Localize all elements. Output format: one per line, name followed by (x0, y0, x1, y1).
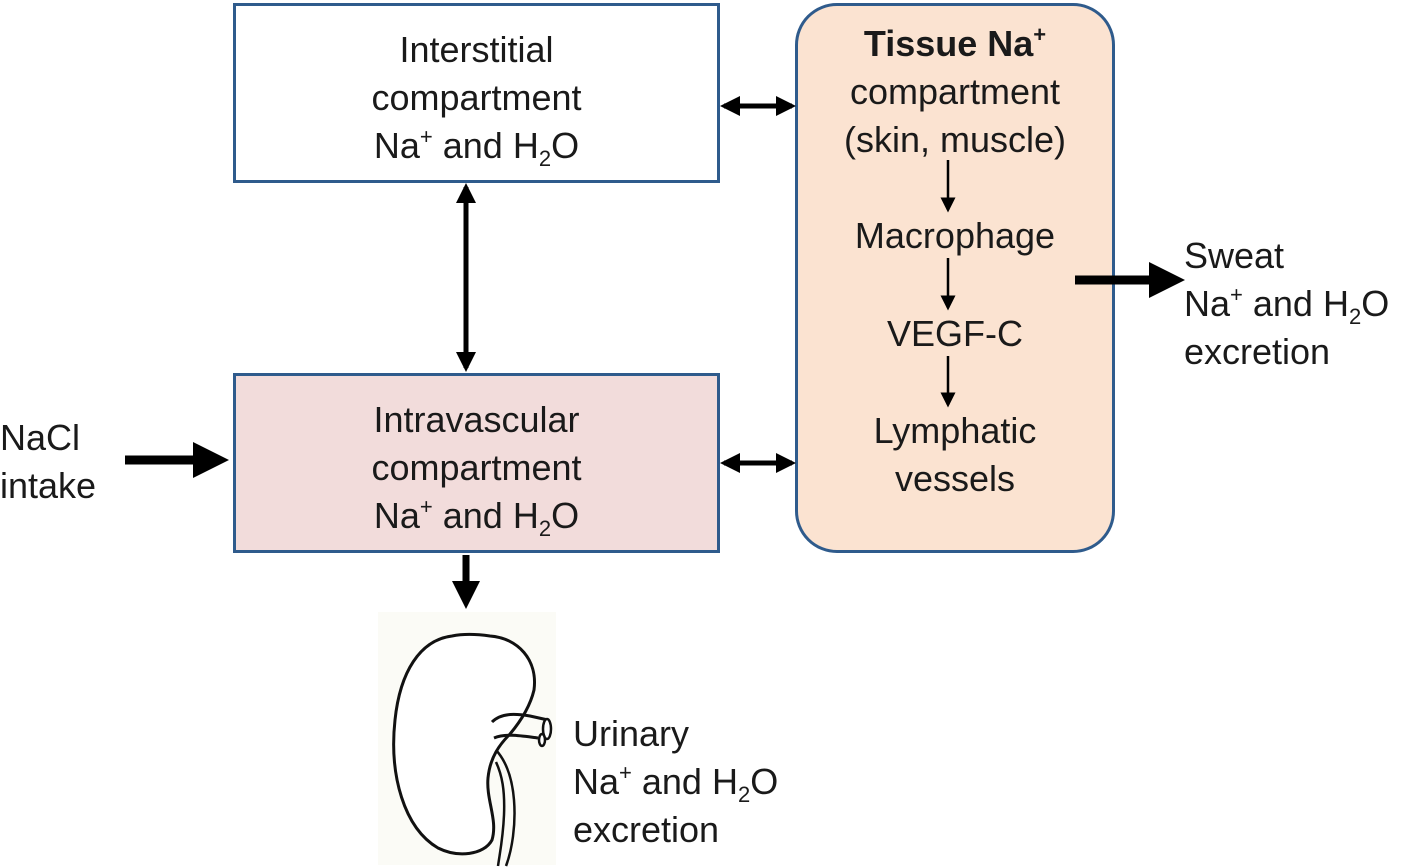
urinary-o: O (750, 761, 779, 802)
intravascular-line1: Intravascular (373, 399, 580, 440)
interstitial-plus: + (419, 124, 433, 149)
sweat-sub2: 2 (1348, 304, 1362, 329)
sweat-label: Sweat (1184, 235, 1285, 276)
intravascular-plus: + (419, 494, 433, 519)
vegf-c-label: VEGF-C (886, 313, 1023, 354)
urinary-na: Na (573, 761, 620, 802)
interstitial-na: Na (373, 125, 420, 166)
interstitial-and: and H (432, 125, 539, 166)
tissue-title: Tissue Na+ (798, 20, 1112, 73)
interstitial-line3: Na+ and H2O (374, 122, 579, 175)
tissue-title-text: Tissue Na (863, 23, 1034, 64)
sweat-excretion-label: excretion (1184, 331, 1331, 372)
kidney-icon (378, 612, 556, 867)
tissue-line2: compartment (849, 71, 1061, 112)
interstitial-compartment-box: Interstitial compartment Na+ and H2O (233, 3, 720, 183)
intravascular-o: O (551, 495, 580, 536)
tissue-compartment-box: Tissue Na+ compartment (skin, muscle) Ma… (795, 3, 1115, 553)
lymphatic-label: Lymphatic (873, 410, 1037, 451)
intravascular-line2: compartment (371, 447, 582, 488)
sweat-na: Na (1184, 283, 1231, 324)
macrophage-label: Macrophage (854, 215, 1056, 256)
interstitial-line2: compartment (371, 77, 582, 118)
urinary-na-h2o: Na+ and H2O (573, 758, 778, 811)
sweat-o: O (1361, 283, 1390, 324)
intravascular-sub2: 2 (538, 516, 552, 541)
nacl-label: NaCl (0, 417, 81, 458)
tissue-line3: (skin, muscle) (843, 119, 1067, 160)
intravascular-na: Na (373, 495, 420, 536)
vessels-label: vessels (894, 458, 1016, 499)
sweat-and: and H (1242, 283, 1349, 324)
interstitial-sub2: 2 (538, 146, 552, 171)
interstitial-o: O (551, 125, 580, 166)
interstitial-line1: Interstitial (399, 29, 554, 70)
urinary-label: Urinary (573, 713, 690, 754)
sweat-na-h2o: Na+ and H2O (1184, 280, 1389, 333)
intravascular-compartment-box: Intravascular compartment Na+ and H2O (233, 373, 720, 553)
intake-label: intake (0, 465, 97, 506)
sweat-plus: + (1230, 282, 1243, 307)
urinary-and: and H (631, 761, 738, 802)
urinary-excretion-label: excretion (573, 809, 720, 850)
intravascular-line3: Na+ and H2O (374, 492, 579, 545)
tissue-title-plus: + (1033, 22, 1047, 47)
urinary-plus: + (619, 760, 632, 785)
intravascular-and: and H (432, 495, 539, 536)
urinary-sub2: 2 (737, 782, 751, 807)
